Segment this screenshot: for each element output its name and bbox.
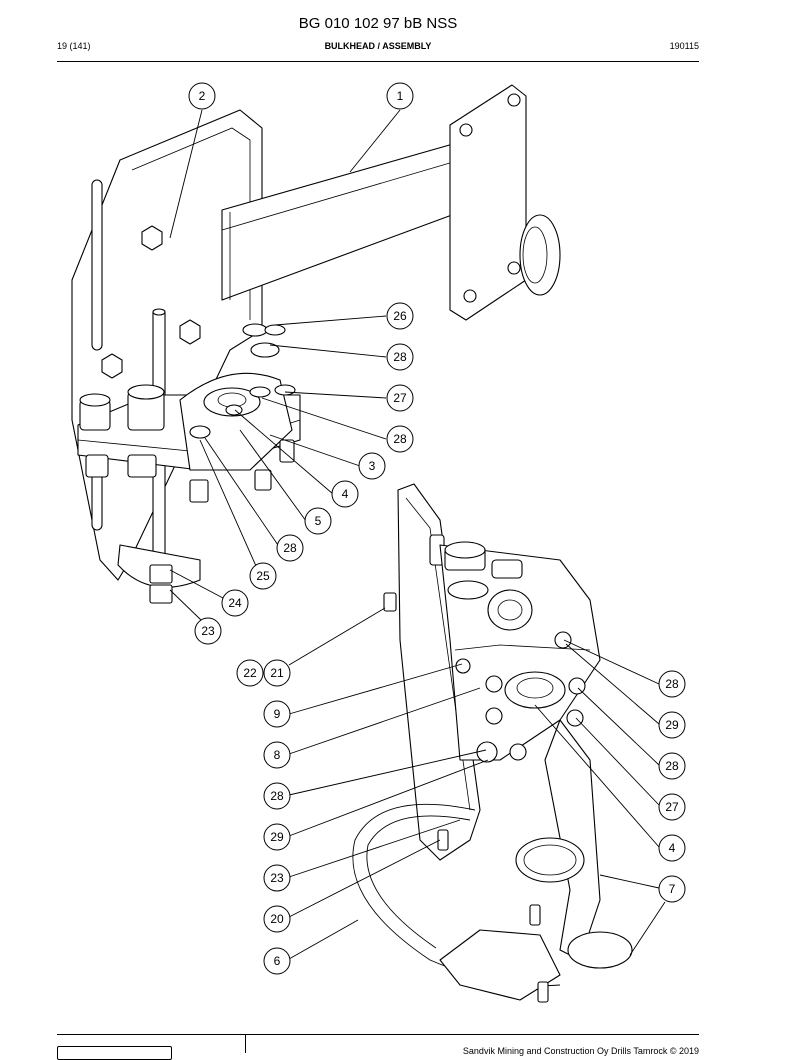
svg-text:28: 28 [393,432,407,446]
svg-text:27: 27 [393,391,407,405]
svg-text:28: 28 [270,789,284,803]
svg-text:20: 20 [270,912,284,926]
footer-rule [57,1034,699,1035]
svg-text:25: 25 [256,569,270,583]
svg-text:27: 27 [665,800,679,814]
svg-text:9: 9 [274,707,281,721]
leader-lines [169,109,666,960]
svg-text:7: 7 [669,882,676,896]
svg-text:29: 29 [270,830,284,844]
date-code: 190115 [669,41,699,51]
svg-text:8: 8 [274,748,281,762]
callout-balloon: 22 [236,659,264,687]
svg-text:23: 23 [270,871,284,885]
svg-text:29: 29 [665,718,679,732]
svg-text:1: 1 [397,89,404,103]
callout-balloon: 9 [263,700,291,728]
page-number: 19 (141) [57,41,91,51]
svg-text:22: 22 [243,666,257,680]
callout-balloon: 28 [276,534,304,562]
document-code: BG 010 102 97 bB NSS [298,15,458,32]
callout-balloon: 28 [386,425,414,453]
svg-text:4: 4 [342,487,349,501]
svg-text:28: 28 [665,677,679,691]
top-assembly [71,84,561,604]
header-rule [57,61,699,62]
svg-text:28: 28 [283,541,297,555]
svg-text:28: 28 [393,350,407,364]
svg-text:21: 21 [270,666,284,680]
callout-balloon: 23 [194,617,222,645]
callouts-bottom: 22 21 9 8 28 29 23 20 6 28 29 28 27 4 7 [236,659,686,975]
svg-text:23: 23 [201,624,215,638]
svg-text:5: 5 [315,514,322,528]
copyright-text: Sandvik Mining and Construction Oy Drill… [462,1046,699,1056]
callout-balloon: 27 [658,793,686,821]
callout-balloon: 29 [658,711,686,739]
callout-balloon: 7 [658,875,686,903]
callout-balloon: 29 [263,823,291,851]
callout-balloon: 8 [263,741,291,769]
svg-text:26: 26 [393,309,407,323]
callout-balloon: 4 [658,834,686,862]
svg-text:2: 2 [199,89,206,103]
callout-balloon: 4 [331,480,359,508]
callout-balloon: 28 [658,670,686,698]
callout-balloon: 25 [249,562,277,590]
callout-balloon: 23 [263,864,291,892]
callout-balloon: 20 [263,905,291,933]
callout-balloon: 6 [263,947,291,975]
callout-balloon: 21 [263,659,291,687]
callout-balloon: 24 [221,589,249,617]
callout-balloon: 28 [658,752,686,780]
svg-text:3: 3 [369,459,376,473]
svg-text:28: 28 [665,759,679,773]
svg-text:4: 4 [669,841,676,855]
callout-balloon: 26 [386,302,414,330]
callouts-top: 2 1 26 28 27 28 3 4 5 28 25 24 23 [188,82,414,645]
bottom-assembly [352,483,633,1003]
svg-text:6: 6 [274,954,281,968]
callout-balloon: 5 [304,507,332,535]
footer-divider [245,1034,246,1053]
callout-balloon: 2 [188,82,216,110]
callout-balloon: 3 [358,452,386,480]
callout-balloon: 28 [263,782,291,810]
callout-balloon: 27 [386,384,414,412]
brand-logo [57,1046,172,1060]
callout-balloon: 1 [386,82,414,110]
callout-balloon: 28 [386,343,414,371]
svg-text:24: 24 [228,596,242,610]
page-title: BULKHEAD / ASSEMBLY [324,41,432,51]
